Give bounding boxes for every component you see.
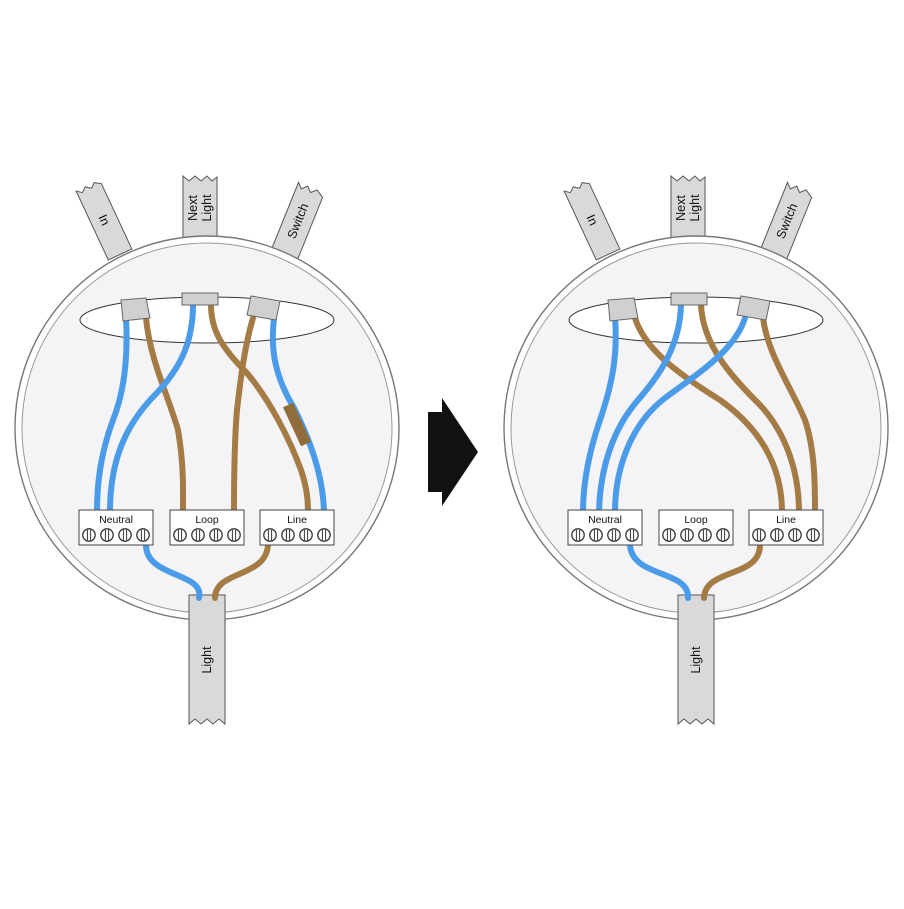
- wire-next-neutral-after: [596, 302, 684, 515]
- wire-next-neutral: [107, 302, 196, 515]
- cable-light-after: Light: [677, 594, 715, 726]
- wire-in-live-after: [632, 315, 785, 515]
- wire-light-live-after: [701, 542, 763, 601]
- terminal-block-line-after: Line: [748, 509, 824, 546]
- cable-next-light: Next Light: [182, 174, 218, 241]
- cable-switch-after: Switch: [759, 181, 813, 261]
- terminal-line-label-after: Line: [776, 514, 796, 526]
- terminal-loop-label: Loop: [195, 514, 219, 526]
- wire-switch-live-after: [760, 315, 818, 515]
- terminal-block-loop: Loop: [169, 509, 245, 546]
- terminal-neutral-label-after: Neutral: [588, 514, 622, 526]
- terminal-block-loop-after: Loop: [658, 509, 734, 546]
- cable-next-light-label-2-after: Light: [688, 194, 702, 222]
- wire-light-neutral: [143, 542, 203, 601]
- grommets-after: [607, 292, 771, 322]
- wire-switch-neutral-after: [612, 315, 748, 515]
- terminal-block-neutral-after: Neutral: [567, 509, 643, 546]
- diagram-after: In Next Light Switch Light: [503, 174, 889, 726]
- wire-next-live-after: [698, 302, 802, 515]
- sleeve-switch-return: [283, 402, 311, 447]
- wire-in-neutral-after: [580, 315, 619, 515]
- cable-next-light-label-1-after: Next: [674, 195, 688, 221]
- wire-light-live: [212, 542, 271, 601]
- wire-light-neutral-after: [627, 542, 691, 601]
- grommets-before: [120, 292, 281, 322]
- wire-switch-live: [231, 315, 256, 515]
- cable-in: In: [75, 182, 133, 261]
- cable-light-label: Light: [200, 646, 214, 674]
- cable-in-after: In: [563, 182, 621, 261]
- terminal-block-neutral: Neutral: [78, 509, 154, 546]
- terminal-line-label: Line: [287, 514, 307, 526]
- terminal-loop-label-after: Loop: [684, 514, 708, 526]
- wires-before: [94, 302, 327, 601]
- terminal-block-line: Line: [259, 509, 335, 546]
- cable-next-light-label-1: Next: [186, 195, 200, 221]
- cable-light-label-after: Light: [689, 646, 703, 674]
- wire-in-neutral: [94, 315, 130, 515]
- wires-after: [580, 302, 818, 601]
- cable-next-light-label-2: Light: [200, 194, 214, 222]
- cable-switch: Switch: [270, 181, 324, 261]
- wire-next-live: [208, 302, 311, 515]
- diagram-before: In Next Light Switch Light: [14, 174, 400, 726]
- terminal-neutral-label: Neutral: [99, 514, 133, 526]
- wire-in-live: [143, 315, 187, 515]
- cable-next-light-after: Next Light: [670, 174, 706, 241]
- arrow-right-icon: [428, 398, 478, 506]
- cable-light: Light: [188, 594, 226, 726]
